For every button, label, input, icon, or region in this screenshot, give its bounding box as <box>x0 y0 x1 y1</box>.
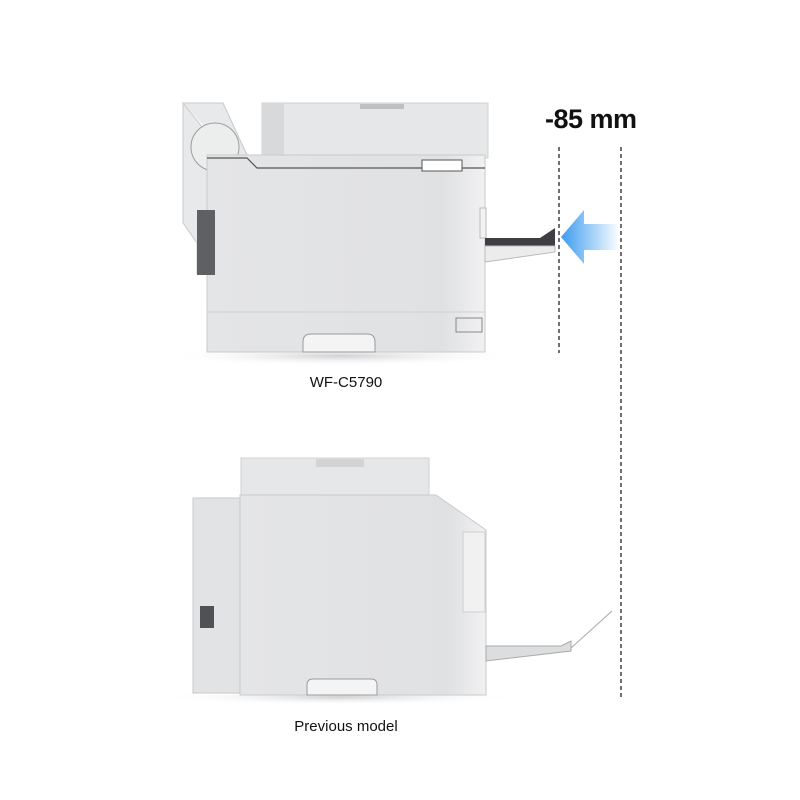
left-arrow-icon <box>561 210 617 264</box>
model-label-previous: Previous model <box>294 718 398 735</box>
size-difference-label: -85 mm <box>545 104 637 134</box>
model-label-new: WF-C5790 <box>309 374 383 391</box>
printer-wf-c5790 <box>160 101 556 366</box>
printer-previous-model <box>160 457 613 705</box>
